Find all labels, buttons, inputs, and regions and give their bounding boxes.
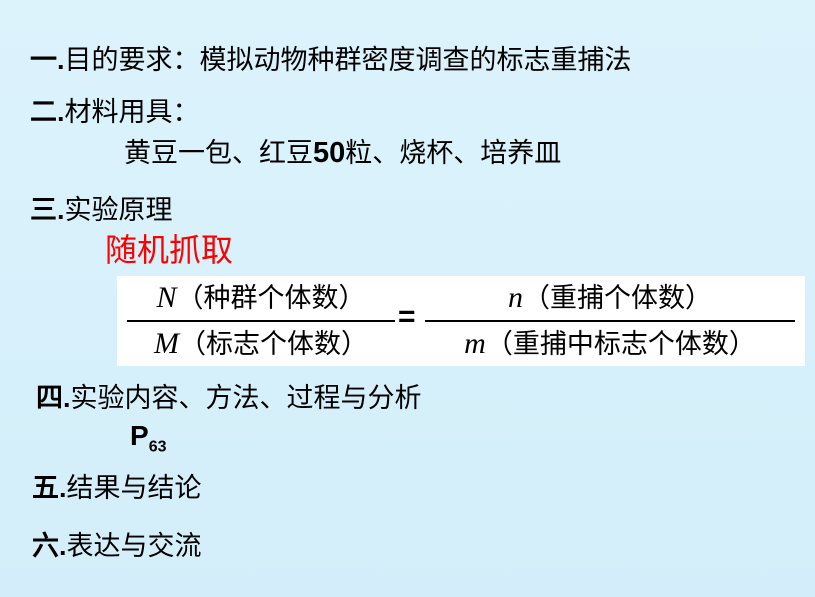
- section-text: 实验内容、方法、过程与分析: [70, 383, 422, 414]
- page-letter: P: [130, 420, 149, 451]
- red-bean-count: 50: [313, 137, 346, 169]
- section-number: 五.: [32, 473, 67, 503]
- label: （标志个体数）: [179, 329, 368, 360]
- right-denominator: m（重捕中标志个体数）: [425, 322, 795, 367]
- section-number: 二.: [30, 97, 65, 127]
- section-2-heading: 二.材料用具：: [30, 96, 200, 129]
- section-number: 三.: [30, 195, 65, 225]
- section-number: 六.: [32, 531, 67, 561]
- var-m: m: [464, 327, 486, 360]
- equals-sign: =: [398, 300, 416, 333]
- section-3-heading: 三.实验原理: [30, 194, 173, 227]
- right-numerator: n（重捕个体数）: [425, 276, 795, 322]
- section-text: 材料用具：: [64, 97, 200, 128]
- left-denominator: M（标志个体数）: [127, 322, 395, 367]
- section-1-heading: 一.目的要求：模拟动物种群密度调查的标志重捕法: [30, 44, 632, 77]
- materials-text-rest: 粒、烧杯、培养皿: [345, 138, 562, 169]
- section-text: 结果与结论: [66, 473, 202, 504]
- materials-list: 黄豆一包、红豆50粒、烧杯、培养皿: [124, 137, 561, 170]
- section-text: 表达与交流: [66, 531, 202, 562]
- label: （种群个体数）: [176, 283, 366, 314]
- section-number: 四.: [36, 383, 71, 413]
- label: （重捕个体数）: [523, 283, 712, 314]
- left-numerator: N（种群个体数）: [127, 276, 395, 322]
- section-6-heading: 六.表达与交流: [32, 530, 202, 563]
- section-text: 实验原理: [64, 195, 173, 226]
- right-fraction: n（重捕个体数） m（重捕中标志个体数）: [425, 276, 795, 366]
- var-N: N: [156, 281, 177, 314]
- section-text: 目的要求：模拟动物种群密度调查的标志重捕法: [64, 45, 632, 76]
- highlight-random-pick: 随机抓取: [105, 231, 234, 269]
- var-n: n: [508, 281, 523, 314]
- page-number: 63: [148, 438, 167, 456]
- left-fraction: N（种群个体数） M（标志个体数）: [127, 276, 395, 366]
- section-4-heading: 四.实验内容、方法、过程与分析: [36, 382, 422, 415]
- var-M: M: [154, 327, 179, 360]
- section-5-heading: 五.结果与结论: [32, 472, 202, 505]
- formula-box: N（种群个体数） M（标志个体数） = n（重捕个体数） m（重捕中标志个体数）: [117, 276, 805, 366]
- label: （重捕中标志个体数）: [485, 329, 756, 360]
- materials-text: 黄豆一包、红豆: [124, 138, 313, 169]
- page-reference: P63: [130, 420, 166, 464]
- section-number: 一.: [30, 45, 65, 75]
